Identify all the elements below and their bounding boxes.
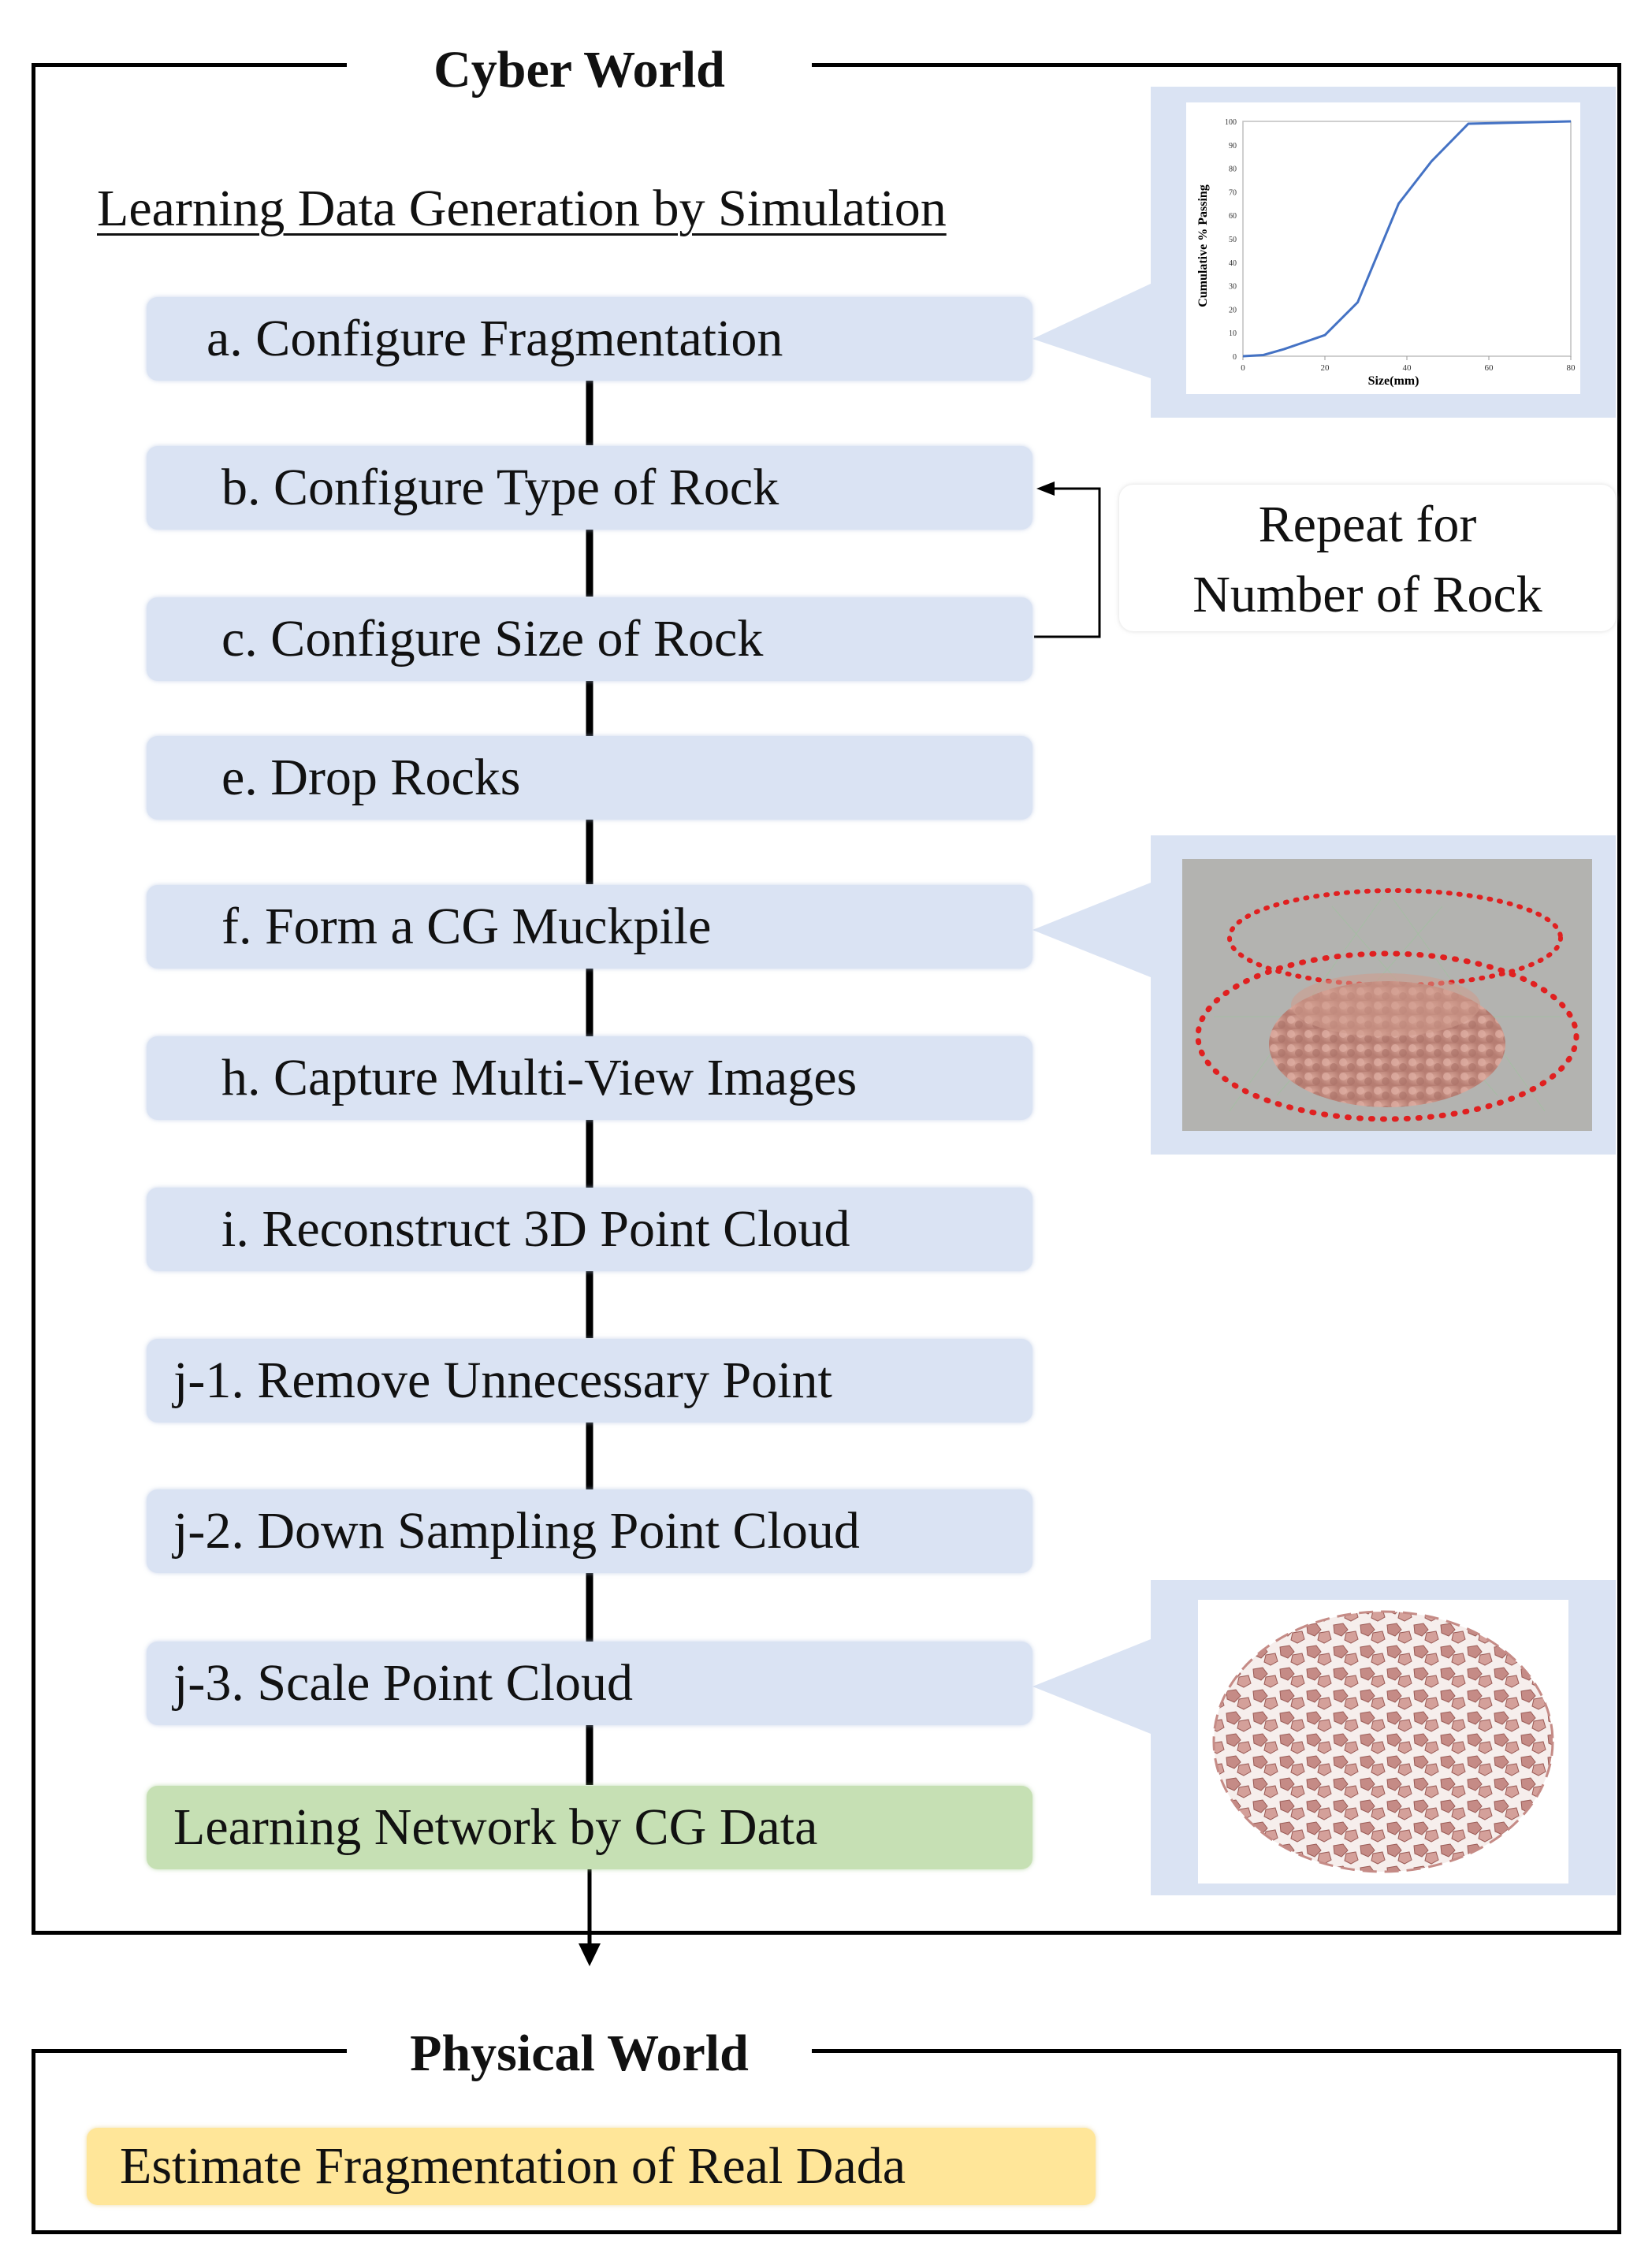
repeat-note: Repeat for Number of Rock xyxy=(1119,485,1616,631)
step-drop-rocks: e. Drop Rocks xyxy=(147,736,1032,820)
cg-muckpile-render xyxy=(1195,888,1579,1122)
cyber-world-frame xyxy=(32,63,1621,1935)
cyber-world-subtitle: Learning Data Generation by Simulation xyxy=(97,180,947,237)
step-label: i. Reconstruct 3D Point Cloud xyxy=(221,1200,850,1258)
physical-world-title: Physical World xyxy=(347,2021,812,2086)
fragmentation-chart: 0 20 40 60 80 0 10 20 30 40 50 60 70 80 90 100 Size(mm)… xyxy=(1196,118,1576,388)
step-configure-size-of-rock: c. Configure Size of Rock xyxy=(147,597,1032,681)
muckpile-render-panel xyxy=(1182,859,1592,1131)
x-tick-label: 0 xyxy=(1241,363,1245,373)
step-label: j-1. Remove Unnecessary Point xyxy=(173,1352,832,1409)
step-label: Estimate Fragmentation of Real Dada xyxy=(120,2137,906,2195)
x-tick-label: 80 xyxy=(1567,363,1576,373)
step-label: b. Configure Type of Rock xyxy=(221,459,779,516)
step-estimate-fragmentation: Estimate Fragmentation of Real Dada xyxy=(87,2128,1096,2205)
step-label: f. Form a CG Muckpile xyxy=(221,898,712,955)
step-reconstruct-3d-point-cloud: i. Reconstruct 3D Point Cloud xyxy=(147,1188,1032,1271)
step-scale-point-cloud: j-3. Scale Point Cloud xyxy=(147,1642,1032,1725)
step-label: h. Capture Multi-View Images xyxy=(221,1049,858,1106)
y-tick-label: 0 xyxy=(1233,353,1237,362)
step-configure-fragmentation: a. Configure Fragmentation xyxy=(147,297,1032,381)
step-form-cg-muckpile: f. Form a CG Muckpile xyxy=(147,885,1032,969)
repeat-note-line2: Number of Rock xyxy=(1192,566,1542,624)
step-label: e. Drop Rocks xyxy=(221,749,521,806)
y-axis-label: Cumulative % Passing xyxy=(1196,184,1210,307)
step-remove-unnecessary-point: j-1. Remove Unnecessary Point xyxy=(147,1339,1032,1422)
y-tick-label: 50 xyxy=(1229,236,1237,244)
step-label: a. Configure Fragmentation xyxy=(206,310,783,367)
y-tick-label: 20 xyxy=(1229,306,1237,314)
step-down-sampling-point-cloud: j-2. Down Sampling Point Cloud xyxy=(147,1489,1032,1573)
step-label: j-3. Scale Point Cloud xyxy=(173,1654,633,1712)
step-configure-type-of-rock: b. Configure Type of Rock xyxy=(147,446,1032,530)
scaled-point-cloud xyxy=(1212,1610,1554,1873)
x-tick-label: 20 xyxy=(1321,363,1330,373)
step-label: c. Configure Size of Rock xyxy=(221,610,764,668)
x-tick-label: 60 xyxy=(1485,363,1494,373)
step-label: Learning Network by CG Data xyxy=(173,1798,818,1856)
repeat-note-line1: Repeat for xyxy=(1258,496,1477,553)
y-tick-label: 40 xyxy=(1229,259,1237,268)
step-capture-multi-view-images: h. Capture Multi-View Images xyxy=(147,1036,1032,1120)
lower-camera-ring xyxy=(1195,950,1579,1122)
step-learning-network: Learning Network by CG Data xyxy=(147,1786,1032,1869)
plot-area xyxy=(1242,121,1572,357)
y-tick-label: 60 xyxy=(1229,212,1237,221)
y-tick-label: 90 xyxy=(1229,142,1237,151)
cyber-world-title: Cyber World xyxy=(347,38,812,102)
physical-world-frame xyxy=(32,2049,1621,2234)
y-tick-label: 30 xyxy=(1229,283,1237,292)
y-tick-label: 70 xyxy=(1229,188,1237,197)
upper-camera-ring xyxy=(1227,888,1563,987)
x-tick-label: 40 xyxy=(1403,363,1412,373)
y-tick-label: 80 xyxy=(1229,165,1237,174)
series-line-cumulative-passing xyxy=(1242,120,1572,358)
x-axis-label: Size(mm) xyxy=(1368,374,1419,388)
y-tick-label: 10 xyxy=(1229,329,1237,338)
flow-arrow-to-physical xyxy=(579,1943,601,1966)
step-label: j-2. Down Sampling Point Cloud xyxy=(173,1502,860,1560)
fragmentation-chart-panel: 0 20 40 60 80 0 10 20 30 40 50 60 70 80 90 100 Size(mm)… xyxy=(1186,102,1580,394)
y-tick-label: 100 xyxy=(1225,118,1237,127)
scaled-point-cloud-panel xyxy=(1198,1600,1568,1884)
